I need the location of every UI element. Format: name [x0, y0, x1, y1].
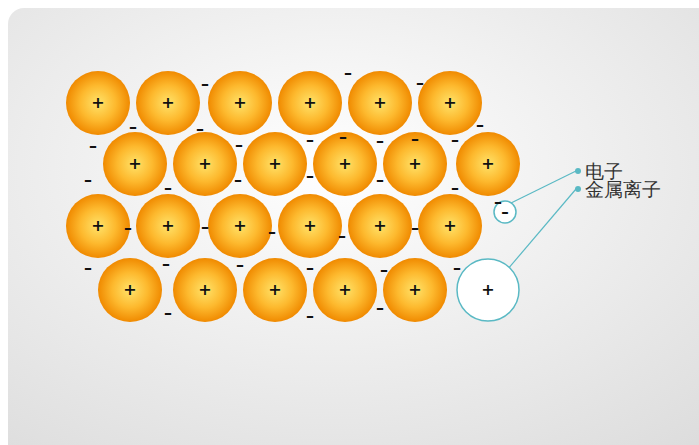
metal-ion-circle: + [103, 132, 167, 196]
electron-sign: – [268, 224, 276, 240]
ion-charge: + [373, 218, 386, 234]
ion-charge: + [268, 156, 281, 172]
electron-sign: – [306, 132, 314, 148]
electron-sign: – [344, 65, 352, 81]
ion-charge: + [268, 282, 281, 298]
electron-sign: – [129, 119, 137, 135]
ion-charge: + [161, 95, 174, 111]
callout-label: 金属离子 [585, 180, 661, 199]
callout-label: 电子 [585, 162, 623, 181]
ion-charge: + [128, 156, 141, 172]
electron-sign: – [306, 168, 314, 184]
ion-charge: + [303, 95, 316, 111]
electron-sign: – [201, 76, 209, 92]
electron-sign: – [234, 172, 242, 188]
electron-sign: – [84, 172, 92, 188]
electron-sign: – [196, 121, 204, 137]
metal-ion-circle: + [208, 71, 272, 135]
electron-sign: – [306, 260, 314, 276]
metal-ion-circle: + [348, 194, 412, 258]
electron-sign: – [453, 260, 461, 276]
ion-charge: + [408, 282, 421, 298]
metal-ion-circle: + [383, 258, 447, 322]
metal-ion-circle: + [456, 132, 520, 196]
metal-ion-circle: + [136, 194, 200, 258]
metal-ion-circle: + [243, 132, 307, 196]
electron-sign: – [376, 172, 384, 188]
electron-sign: – [236, 257, 244, 273]
electron-sign: – [376, 300, 384, 316]
electron-sign: – [306, 308, 314, 324]
metal-ion-circle: + [66, 194, 130, 258]
electron-sign: – [451, 180, 459, 196]
ion-charge: + [443, 95, 456, 111]
ion-charge: + [198, 156, 211, 172]
electron-sign: – [84, 260, 92, 276]
metal-ion-circle: + [313, 258, 377, 322]
metal-ion-circle: + [456, 258, 520, 322]
metal-ion-circle: + [98, 258, 162, 322]
metal-ion-circle: + [418, 71, 482, 135]
metal-ion-circle: + [173, 258, 237, 322]
electron-sign: – [164, 180, 172, 196]
ion-charge: + [91, 95, 104, 111]
ion-charge: + [408, 156, 421, 172]
ion-charge: + [443, 218, 456, 234]
electron-sign: – [411, 131, 419, 147]
electron-sign: – [380, 262, 388, 278]
electron-sign: – [451, 132, 459, 148]
ion-charge: + [481, 282, 494, 298]
electron-sign: – [162, 256, 170, 272]
ion-charge: + [198, 282, 211, 298]
metal-ion-circle: + [173, 132, 237, 196]
electron-sign: – [164, 305, 172, 321]
ion-charge: + [91, 218, 104, 234]
metal-ion-circle: + [418, 194, 482, 258]
metal-ion-circle: + [278, 194, 342, 258]
electron-sign: – [476, 117, 484, 133]
ion-charge: + [123, 282, 136, 298]
electron-sign: – [124, 220, 132, 236]
metal-ion-circle: + [208, 194, 272, 258]
ion-charge: + [161, 218, 174, 234]
metal-ion-circle: + [66, 71, 130, 135]
electron-sign: – [494, 194, 502, 210]
metal-ion-circle: + [278, 71, 342, 135]
electron-sign: – [201, 219, 209, 235]
ion-charge: + [233, 95, 246, 111]
metal-ion-circle: + [348, 71, 412, 135]
ion-charge: + [338, 156, 351, 172]
electron-sign: – [338, 228, 346, 244]
ion-charge: + [233, 218, 246, 234]
electron-sign: – [501, 205, 509, 220]
ion-charge: + [303, 218, 316, 234]
electron-sign: – [235, 137, 243, 153]
electron-sign: – [416, 75, 424, 91]
electron-sign: – [376, 133, 384, 149]
electron-sign: – [339, 129, 347, 145]
electron-sign: – [411, 220, 419, 236]
metal-ion-circle: + [136, 71, 200, 135]
electron-sign: – [89, 138, 97, 154]
ion-charge: + [373, 95, 386, 111]
metal-ion-circle: + [243, 258, 307, 322]
ion-charge: + [481, 156, 494, 172]
ion-charge: + [338, 282, 351, 298]
